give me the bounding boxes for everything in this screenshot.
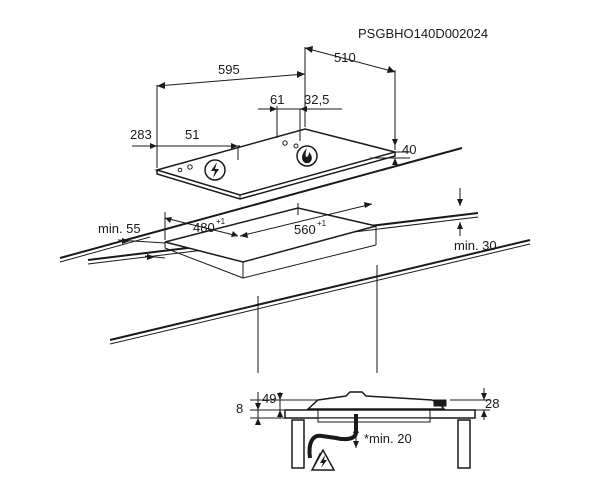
dim-cutout-depth: 480	[193, 220, 215, 235]
side-section	[250, 388, 490, 469]
dim-min-below: *min. 20	[364, 431, 412, 446]
dimension-arrows-top	[150, 46, 398, 165]
dim-side-28: 28	[485, 396, 499, 411]
dim-cutout-depth-tol: +1	[216, 217, 226, 226]
dimension-arrows-bottom	[255, 393, 487, 448]
electric-warning-icon	[204, 159, 226, 181]
worktop-cutout	[87, 188, 531, 373]
dimension-arrows-mid	[122, 199, 463, 260]
dim-cutout-width: 560	[294, 222, 316, 237]
dim-side-8: 8	[236, 401, 243, 416]
dim-min-front: min. 55	[98, 221, 141, 236]
electric-warning-triangle-icon	[310, 448, 336, 471]
dim-right-offset: 61	[270, 92, 284, 107]
dim-height: 40	[402, 142, 416, 157]
document-code: PSGBHO140D002024	[358, 26, 488, 41]
dim-left-hole-offset: 51	[185, 127, 199, 142]
dim-right-hole-offset: 32,5	[304, 92, 329, 107]
dim-left-offset: 283	[130, 127, 152, 142]
dim-min-back: min. 30	[454, 238, 497, 253]
gas-flame-icon	[296, 145, 318, 167]
dim-cutout-width-tol: +1	[317, 219, 327, 228]
dim-depth: 510	[334, 50, 356, 65]
dim-width: 595	[218, 62, 240, 77]
dim-side-49: 49	[262, 391, 276, 406]
